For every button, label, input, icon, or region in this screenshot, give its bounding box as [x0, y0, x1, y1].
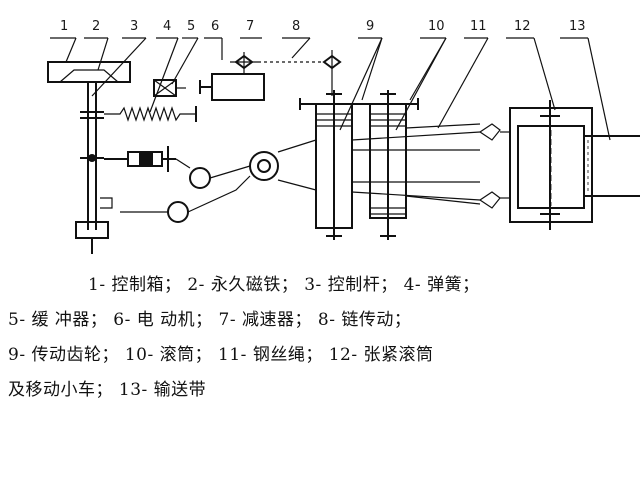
tension-trolley: [478, 100, 593, 230]
callout-3: 3: [130, 19, 138, 34]
callout-11: 11: [470, 19, 487, 34]
callout-4: 4: [163, 19, 171, 34]
callout-8: 8: [292, 19, 300, 34]
callout-10: 10: [428, 19, 445, 34]
callout-1: 1: [60, 19, 68, 34]
control-box: [47, 61, 131, 83]
leader-lines: [65, 37, 611, 141]
callout-2: 2: [92, 19, 100, 34]
rope-pulleys: [120, 139, 317, 223]
callout-7: 7: [246, 19, 254, 34]
spring: [104, 106, 196, 122]
callout-6: 6: [211, 19, 219, 34]
callout-5: 5: [187, 19, 195, 34]
callout-9: 9: [366, 19, 374, 34]
drum-assembly: [299, 90, 419, 240]
control-rod: [75, 82, 113, 254]
cylinder: [104, 146, 176, 172]
motor: [199, 73, 265, 101]
sprocket: [322, 50, 342, 96]
legend: 1- 控制箱； 2- 永久磁铁； 3- 控制杆； 4- 弹簧； 5- 缓 冲器；…: [8, 268, 638, 408]
legend-line-4: 及移动小车； 13- 输送带: [8, 380, 207, 400]
mechanism-diagram: 1 2 3 4 5 6 7 8 9 10 11 12 13: [47, 19, 640, 254]
wire-ropes: [351, 123, 481, 205]
conveyor-belt: [584, 135, 640, 197]
legend-line-2: 5- 缓 冲器； 6- 电 动机； 7- 减速器； 8- 链传动；: [8, 310, 412, 330]
buffer: [153, 79, 186, 97]
legend-line-3: 9- 传动齿轮； 10- 滚筒； 11- 钢丝绳； 12- 张紧滚筒: [8, 345, 434, 365]
callout-12: 12: [514, 19, 531, 34]
reducer: [230, 52, 258, 74]
callout-13: 13: [569, 19, 586, 34]
legend-line-1: 1- 控制箱； 2- 永久磁铁； 3- 控制杆； 4- 弹簧；: [88, 275, 480, 295]
